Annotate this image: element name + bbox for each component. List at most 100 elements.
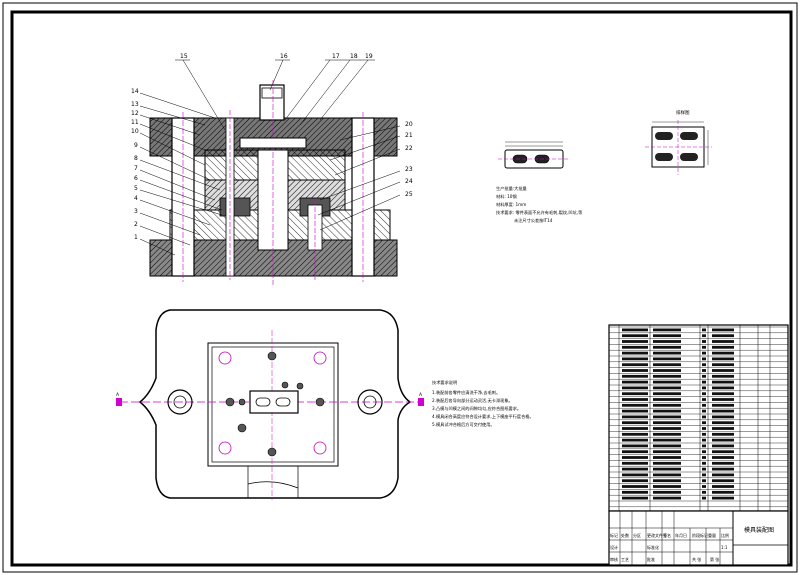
- strip-layout: 排样图: [645, 109, 712, 175]
- parts-list-cell-mark: [622, 392, 648, 396]
- parts-list-cell-mark: [622, 340, 648, 343]
- parts-list-cell-mark: [712, 461, 734, 465]
- callout-20: 20: [405, 121, 413, 128]
- parts-list-cell-mark: [702, 334, 706, 338]
- tb-zone: 分区: [633, 532, 641, 538]
- parts-list-cell-mark: [702, 479, 706, 483]
- parts-list-cell-mark: [622, 374, 648, 378]
- callout-10: 10: [131, 128, 139, 135]
- parts-list-cell-mark: [622, 334, 648, 338]
- callout-13: 13: [131, 101, 139, 108]
- parts-list-cell-mark: [622, 432, 648, 436]
- parts-list-cell-mark: [622, 467, 648, 471]
- parts-list-cell-mark: [653, 438, 681, 442]
- parts-list-cell-mark: [712, 374, 734, 378]
- parts-list-cell-mark: [653, 450, 681, 454]
- tb-approve: 批准: [647, 556, 655, 562]
- callout-1: 1: [134, 234, 138, 241]
- plan-view: A A: [116, 309, 424, 500]
- parts-list-cell-mark: [653, 473, 681, 477]
- tb-weight: 重量: [708, 532, 716, 538]
- callout-6: 6: [134, 175, 138, 182]
- left-guide-hole: [167, 389, 193, 415]
- callout-4: 4: [134, 195, 138, 202]
- callout-24: 24: [405, 178, 413, 185]
- parts-list-cell-mark: [712, 363, 734, 367]
- parts-list-cell-mark: [702, 473, 706, 477]
- callout-8: 8: [134, 155, 138, 162]
- tb-design: 设计: [610, 544, 618, 550]
- parts-list-cell-mark: [712, 340, 734, 343]
- parts-list-cell-mark: [702, 461, 706, 465]
- parts-list-cell-mark: [702, 340, 706, 343]
- parts-list-cell-mark: [712, 490, 734, 494]
- title-block-name: 模具装配图: [744, 526, 774, 534]
- parts-list-cell-mark: [712, 403, 734, 407]
- parts-list-cell-mark: [712, 432, 734, 436]
- tb-mark: 标记: [610, 532, 618, 538]
- tb-stage: 阶段标记: [692, 532, 708, 538]
- parts-list-cell-mark: [712, 444, 734, 448]
- parts-list-cell-mark: [653, 334, 681, 338]
- parts-list-cell-mark: [702, 380, 706, 384]
- parts-list-cell-mark: [653, 398, 681, 401]
- parts-list-cell-mark: [622, 380, 648, 384]
- tb-total-sheets: 共 张: [692, 556, 701, 562]
- tb-sign: 签名: [663, 532, 671, 538]
- parts-list-cell-mark: [653, 403, 681, 407]
- parts-list-cell-mark: [702, 374, 706, 378]
- parts-list-cell-mark: [622, 473, 648, 477]
- parts-list-cell-mark: [702, 403, 706, 407]
- parts-list-cell-mark: [653, 392, 681, 396]
- parts-list-cell-mark: [622, 461, 648, 465]
- parts-list-cell-mark: [702, 444, 706, 448]
- parts-list-cell-mark: [712, 415, 734, 419]
- section-mark-right: A: [419, 392, 423, 398]
- parts-list-cell-mark: [702, 398, 706, 401]
- parts-list-cell-mark: [653, 427, 681, 430]
- parts-list-cell-mark: [622, 450, 648, 454]
- callout-16: 16: [280, 53, 288, 60]
- parts-list-cell-mark: [653, 357, 681, 361]
- parts-list-cell-mark: [622, 479, 648, 483]
- part-note-4: 技术要求: 零件表面不允许有毛刺,裂纹,凹坑,等: [496, 209, 582, 216]
- parts-list-cell-mark: [653, 485, 681, 488]
- parts-list-cell-mark: [712, 473, 734, 477]
- parts-list-cell-mark: [622, 456, 648, 459]
- part-note-2: 材料: 10钢: [496, 193, 517, 200]
- parts-list-cell-mark: [712, 456, 734, 459]
- parts-list-cell-mark: [653, 328, 681, 332]
- parts-list-cell-mark: [712, 438, 734, 442]
- tb-review: 审核: [610, 556, 618, 562]
- callout-2: 2: [134, 221, 138, 228]
- tech-req-title: 技术要求说明: [432, 379, 457, 386]
- parts-list-cell-mark: [702, 369, 706, 372]
- tech-req-2: 2.装配后各导向部分运动灵活,无卡滞现象。: [432, 397, 513, 404]
- tech-req-3: 3.凸模与凹模之间的间隙均匀,应符合图纸要求。: [432, 405, 521, 412]
- parts-list-cell-mark: [702, 496, 706, 500]
- callout-15: 15: [180, 53, 188, 60]
- tb-standard: 标准化: [647, 544, 659, 550]
- section-mark-left: A: [116, 392, 120, 398]
- parts-list-cell-mark: [653, 351, 681, 355]
- tech-req-1: 1.装配前各零件应清洗干净,去毛刺。: [432, 389, 500, 396]
- parts-list: [608, 324, 789, 512]
- parts-list-cell-mark: [712, 380, 734, 384]
- parts-list-cell-mark: [712, 427, 734, 430]
- callout-11: 11: [131, 119, 139, 126]
- callout-18: 18: [350, 53, 358, 60]
- parts-list-cell-mark: [622, 490, 648, 494]
- callout-7: 7: [134, 165, 138, 172]
- parts-list-cell-mark: [622, 485, 648, 488]
- parts-list-cell-mark: [622, 415, 648, 419]
- parts-list-cell-mark: [702, 490, 706, 494]
- parts-list-cell-mark: [653, 432, 681, 436]
- callout-9: 9: [134, 142, 138, 149]
- punch-slot: [249, 390, 299, 414]
- parts-list-cell-mark: [653, 496, 681, 500]
- parts-list-cell-mark: [622, 328, 648, 332]
- parts-list-cell-mark: [653, 467, 681, 471]
- inner-border: [10, 10, 793, 567]
- part-drawing: [498, 141, 570, 169]
- parts-list-cell-mark: [702, 386, 706, 390]
